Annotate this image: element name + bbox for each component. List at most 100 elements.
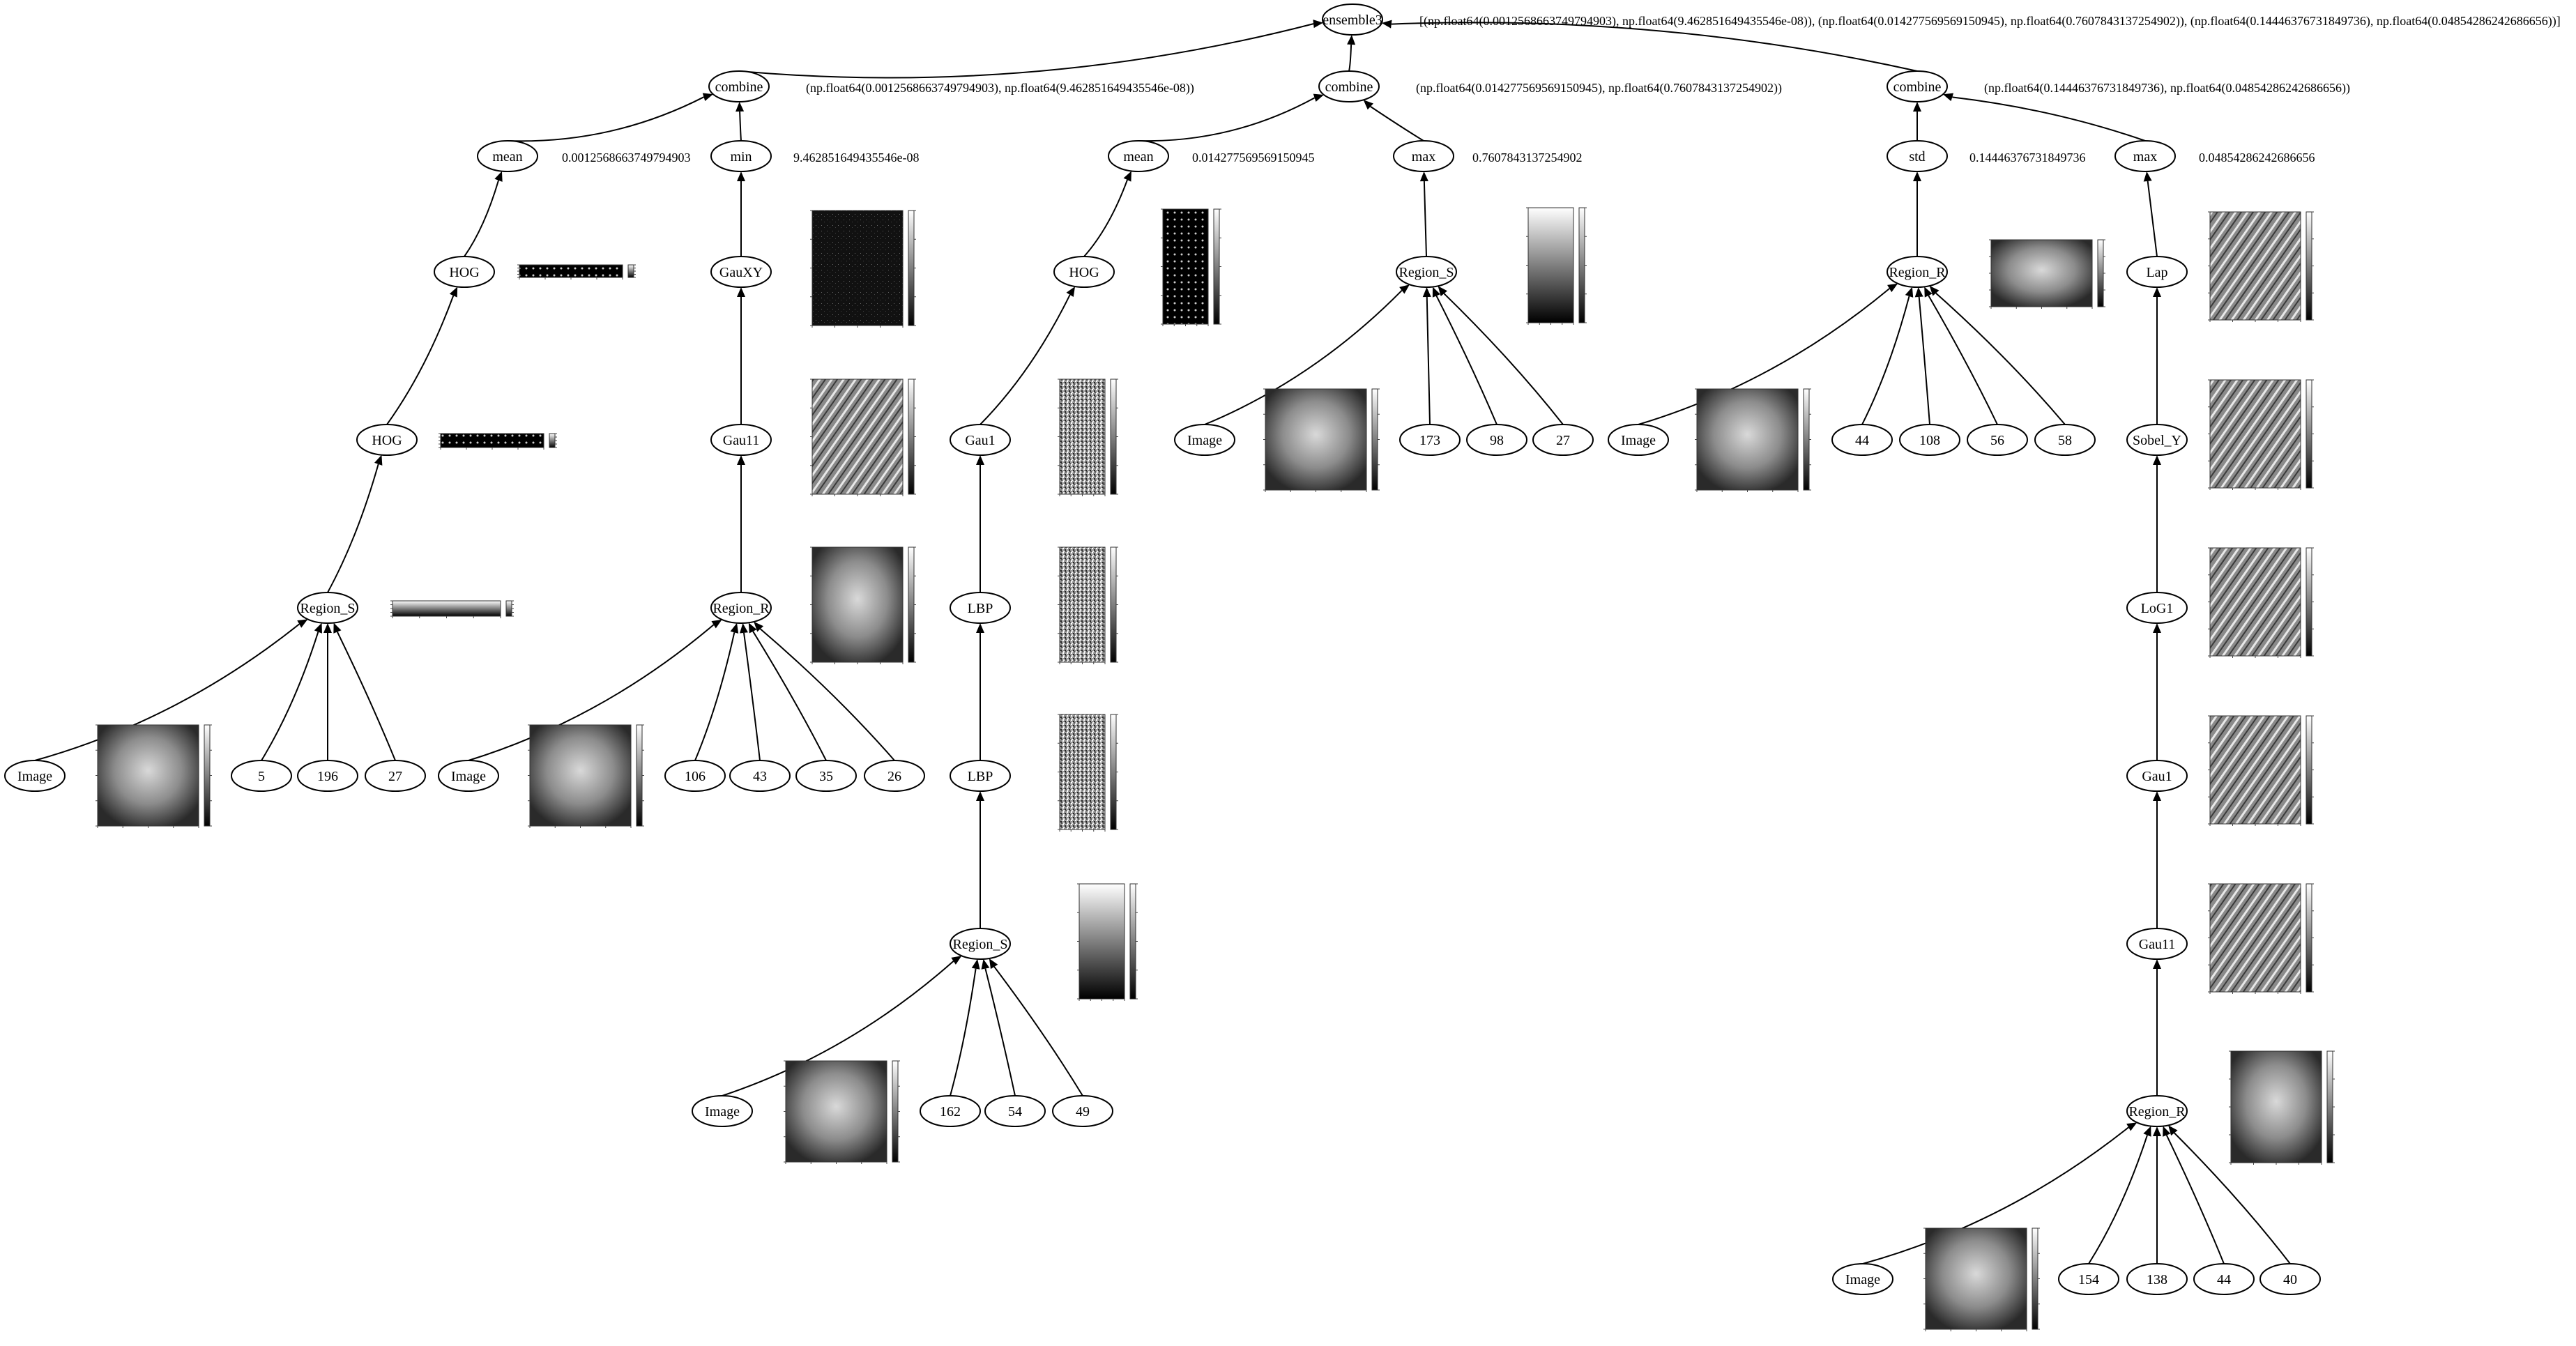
node-ellipse xyxy=(950,928,1011,960)
node-n43: 43 xyxy=(729,760,791,792)
edge xyxy=(993,966,1083,1096)
node-ellipse xyxy=(692,1095,753,1127)
node-label: 44 xyxy=(1855,433,1869,448)
node-ellipse xyxy=(984,1095,1046,1127)
colorbar xyxy=(1578,207,1585,323)
arrowhead xyxy=(989,958,998,970)
arrowhead xyxy=(1913,102,1921,112)
edge xyxy=(1928,295,1998,425)
node-region-s-c: Region_S xyxy=(1396,256,1457,288)
edge xyxy=(2174,1132,2291,1264)
node-label: 49 xyxy=(1076,1104,1090,1119)
edge xyxy=(507,96,704,142)
node-n40: 40 xyxy=(2259,1263,2321,1295)
arrowhead xyxy=(737,171,745,181)
thumb-gau1-c xyxy=(2208,715,2314,826)
colorbar xyxy=(1110,546,1117,663)
arrowhead xyxy=(1066,286,1076,298)
node-n27a: 27 xyxy=(365,760,426,792)
node-ellipse xyxy=(1322,3,1383,36)
arrowhead xyxy=(981,958,990,970)
thumbnail-image xyxy=(812,547,903,662)
thumb-image-c xyxy=(784,1060,900,1164)
thumbnail-image xyxy=(530,725,631,826)
thumbnail-image xyxy=(1060,714,1105,829)
arrowhead xyxy=(2143,1126,2151,1137)
arrowhead xyxy=(740,622,748,634)
colorbar xyxy=(2306,547,2312,657)
node-ellipse xyxy=(1466,424,1527,456)
node-label: Gau11 xyxy=(2139,937,2176,952)
thumbnail-image xyxy=(1528,208,1573,323)
node-ellipse xyxy=(1899,424,1960,456)
node-label: combine xyxy=(1893,79,1942,95)
node-label: mean xyxy=(492,149,522,165)
colorbar xyxy=(2306,211,2312,321)
colorbar xyxy=(204,724,211,827)
thumb-region-s-b xyxy=(1077,883,1138,1001)
colorbar xyxy=(627,264,634,278)
arrowhead xyxy=(971,958,980,970)
node-label: Image xyxy=(1845,1272,1880,1287)
thumb-sobel-y xyxy=(2208,379,2314,490)
edge xyxy=(1391,22,1918,72)
value-mean-b: 0.014277569569150945 xyxy=(1192,151,1315,165)
node-ellipse xyxy=(1887,70,1948,102)
thumb-log1 xyxy=(2208,547,2314,658)
edge xyxy=(1952,96,2146,142)
node-ensemble3: ensemble3 xyxy=(1322,3,1383,36)
node-gau1-b: Gau1 xyxy=(950,424,1011,456)
node-ellipse xyxy=(795,760,857,792)
edge xyxy=(468,624,715,761)
arrowhead xyxy=(1432,286,1440,298)
arrowhead xyxy=(1914,286,1923,298)
node-sobel-y: Sobel_Y xyxy=(2126,424,2188,456)
node-label: HOG xyxy=(1069,265,1099,280)
arrowhead xyxy=(1399,284,1410,294)
thumbnail-image xyxy=(1697,389,1798,490)
node-image-b: Image xyxy=(438,760,499,792)
node-gau11-c: Gau11 xyxy=(2126,928,2188,960)
edge xyxy=(34,623,300,761)
node-ellipse xyxy=(708,70,770,102)
node-n49: 49 xyxy=(1052,1095,1113,1127)
node-label: combine xyxy=(715,79,763,95)
node-n54: 54 xyxy=(984,1095,1046,1127)
arrowhead xyxy=(702,93,713,101)
node-label: Image xyxy=(705,1104,740,1119)
thumb-hog-a1 xyxy=(439,433,557,450)
colorbar xyxy=(892,1060,899,1163)
edge xyxy=(1204,289,1403,425)
arrowhead xyxy=(1363,100,1373,110)
node-label: 43 xyxy=(753,769,767,784)
thumbnail-image xyxy=(2210,380,2301,488)
node-n44a: 44 xyxy=(1831,424,1893,456)
node-ellipse xyxy=(920,1095,981,1127)
node-n138: 138 xyxy=(2126,1263,2188,1295)
colorbar xyxy=(908,546,915,663)
arrowhead xyxy=(297,619,308,628)
arrowhead xyxy=(2168,1125,2178,1136)
colorbar xyxy=(2306,379,2312,489)
thumbnail-image xyxy=(1926,1228,2027,1329)
edge xyxy=(327,464,379,593)
thumb-region-r-a xyxy=(810,546,916,664)
node-ellipse xyxy=(864,760,925,792)
node-combine-b: combine xyxy=(1318,70,1380,102)
node-n108: 108 xyxy=(1899,424,1960,456)
node-ellipse xyxy=(2058,1263,2119,1295)
node-ellipse xyxy=(710,424,772,456)
arrowhead xyxy=(2153,623,2161,633)
thumbnail-image xyxy=(441,434,544,448)
colorbar xyxy=(1213,208,1220,325)
edge xyxy=(984,968,1016,1096)
colorbar xyxy=(1110,378,1117,495)
node-ellipse xyxy=(434,256,495,288)
node-label: LoG1 xyxy=(2141,601,2174,616)
colorbar xyxy=(2326,1050,2333,1163)
arrowhead xyxy=(374,454,383,466)
thumbnail-image xyxy=(98,725,199,826)
node-ellipse xyxy=(365,760,426,792)
node-ellipse xyxy=(950,592,1011,624)
node-ellipse xyxy=(1396,256,1457,288)
